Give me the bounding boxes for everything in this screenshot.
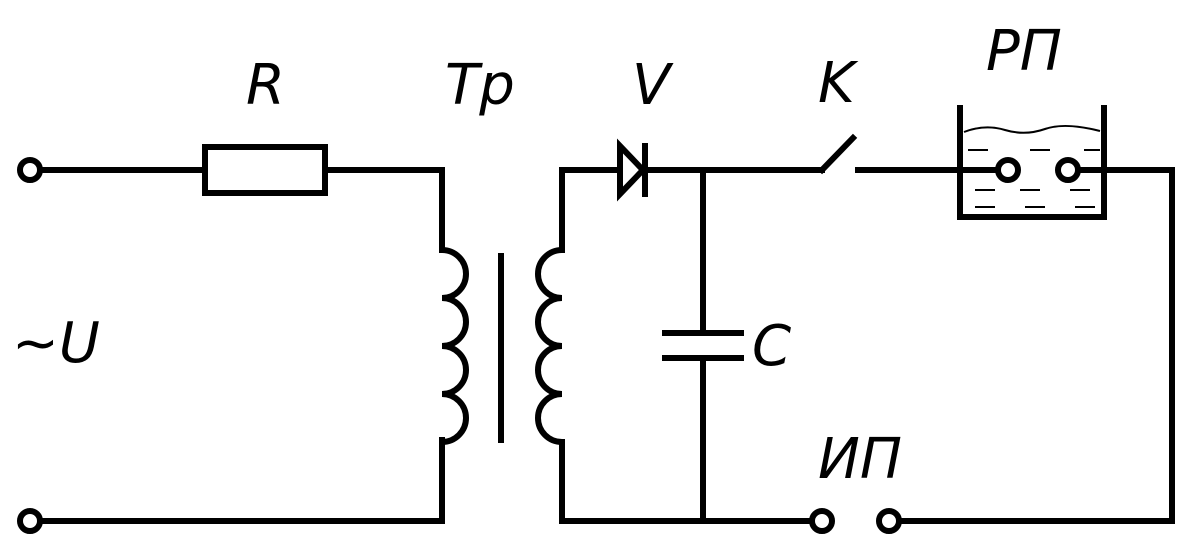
label-bath: РП — [986, 19, 1062, 84]
power-source-terminal-right — [876, 508, 902, 534]
bath-vessel — [957, 105, 1107, 220]
label-transformer: Тр — [445, 53, 515, 118]
switch-k — [817, 133, 858, 175]
label-source-voltage: ~U — [12, 311, 100, 376]
wire-input-bottom — [37, 437, 445, 524]
bath-electrode-left — [995, 157, 1021, 183]
wire-secondary-bottom — [559, 439, 815, 524]
label-diode: V — [632, 53, 674, 118]
resistor-r — [202, 144, 328, 196]
transformer-primary-winding — [438, 246, 469, 446]
label-resistor: R — [246, 53, 285, 118]
label-capacitor: C — [752, 314, 791, 379]
power-source-terminal-left — [809, 508, 835, 534]
transformer-secondary-winding — [535, 246, 566, 446]
wire-input-top-right — [322, 167, 445, 253]
label-switch: K — [818, 51, 859, 116]
label-power-source: ИП — [818, 427, 902, 492]
bath-liquid-surface — [963, 125, 1101, 134]
wire-return-right — [896, 167, 1175, 524]
wire-secondary-top — [559, 167, 621, 253]
diode-v — [617, 138, 648, 202]
